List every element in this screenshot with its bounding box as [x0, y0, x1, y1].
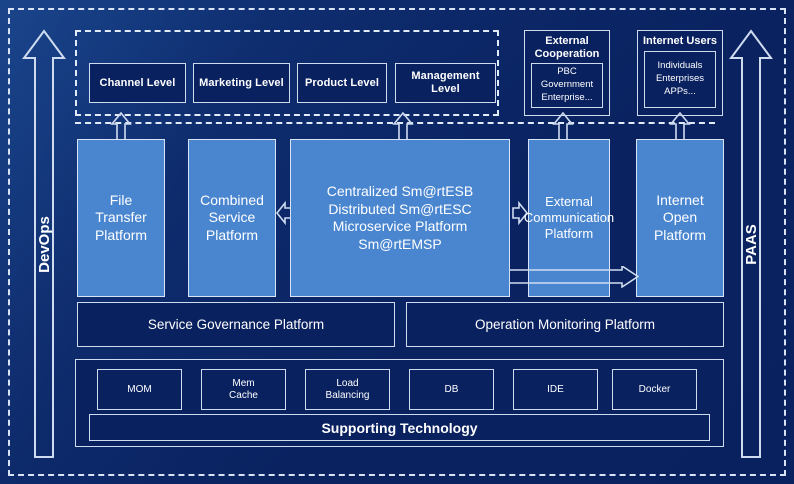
platform-label-line: Platform: [205, 226, 259, 243]
tech-label-line: MOM: [127, 383, 152, 395]
actor-group-title: Internet Users: [643, 35, 717, 47]
up-arrow-icon: [729, 29, 773, 458]
platform-internet-open[interactable]: Internet Open Platform: [636, 139, 724, 297]
tech-label-line: Balancing: [325, 389, 370, 401]
platform-label-line: Communication: [523, 209, 615, 225]
tech-label-line: IDE: [547, 383, 564, 395]
tech-box-mom[interactable]: MOM: [97, 369, 182, 410]
platform-label-line: External: [545, 193, 593, 209]
level-label: Management Level: [411, 70, 480, 95]
platform-label-line: Platform: [653, 226, 707, 243]
platform-label-line: File: [109, 191, 133, 208]
devops-rail[interactable]: DevOps: [22, 28, 66, 460]
tech-label-line: Docker: [638, 383, 671, 395]
level-label: Product Level: [304, 76, 380, 89]
level-label: Marketing Level: [199, 76, 284, 89]
paas-rail[interactable]: PAAS: [729, 28, 773, 460]
level-label: Channel Level: [99, 76, 176, 89]
tech-label-line: Mem: [232, 377, 255, 389]
actor-detail-line: Enterprises: [655, 72, 705, 84]
flow-arrow-up-internet-open: [669, 112, 691, 142]
actor-group-internet-users[interactable]: Internet Users Individuals Enterprises A…: [637, 30, 723, 116]
operation-monitoring-platform[interactable]: Operation Monitoring Platform: [406, 302, 724, 347]
tech-box-ide[interactable]: IDE: [513, 369, 598, 410]
tech-box-db[interactable]: DB: [409, 369, 494, 410]
business-levels-group: [75, 30, 499, 116]
supporting-technology-bar[interactable]: Supporting Technology: [89, 414, 710, 441]
platform-label-line: Combined: [200, 191, 264, 208]
platform-label-line: Centralized Sm@rtESB: [326, 183, 474, 199]
level-box-channel[interactable]: Channel Level: [89, 63, 186, 103]
platform-esb-suite[interactable]: Centralized Sm@rtESB Distributed Sm@rtES…: [290, 139, 510, 297]
level-box-product[interactable]: Product Level: [297, 63, 387, 103]
supporting-technology-label: Supporting Technology: [321, 419, 478, 436]
tech-box-docker[interactable]: Docker: [612, 369, 697, 410]
tech-box-mem-cache[interactable]: Mem Cache: [201, 369, 286, 410]
tech-label-line: Cache: [229, 389, 258, 401]
platform-label-line: Platform: [544, 226, 594, 242]
level-box-marketing[interactable]: Marketing Level: [193, 63, 290, 103]
management-label: Operation Monitoring Platform: [474, 316, 656, 332]
actor-detail-line: PBC Government: [540, 66, 594, 91]
actor-detail-line: Individuals: [657, 60, 703, 72]
actor-group-detail: PBC Government Enterprise...: [531, 63, 603, 108]
flow-arrow-up-external-communication: [552, 112, 574, 142]
tech-label-line: Load: [336, 377, 359, 389]
level-box-management[interactable]: Management Level: [395, 63, 496, 103]
actor-detail-line: APPs...: [664, 85, 696, 97]
flow-arrow-up-file-transfer: [110, 112, 132, 142]
service-governance-platform[interactable]: Service Governance Platform: [77, 302, 395, 347]
platform-label-line: Platform: [94, 226, 148, 243]
diagram-outer-boundary: [8, 8, 786, 476]
platform-label-line: Open: [662, 209, 698, 226]
platform-file-transfer[interactable]: File Transfer Platform: [77, 139, 165, 297]
platform-label-line: Transfer: [95, 209, 147, 226]
up-arrow-icon: [22, 29, 66, 458]
platform-label-line: Distributed Sm@rtESC: [328, 200, 472, 217]
flow-arrow-up-esb: [392, 112, 414, 142]
actor-group-title: External Cooperation: [534, 35, 600, 60]
management-label: Service Governance Platform: [147, 316, 325, 332]
tech-box-load-balancing[interactable]: Load Balancing: [305, 369, 390, 410]
actor-group-external-cooperation[interactable]: External Cooperation PBC Government Ente…: [524, 30, 610, 116]
actor-group-detail: Individuals Enterprises APPs...: [644, 50, 716, 108]
platform-label-line: Internet: [656, 191, 704, 208]
tech-label-line: DB: [444, 383, 459, 395]
platform-label-line: Microservice Platform Sm@rtEMSP: [332, 218, 468, 252]
platform-combined-service[interactable]: Combined Service Platform: [188, 139, 276, 297]
flow-arrow-right-esb-to-internet-open: [509, 266, 639, 288]
flow-arrow-right-esb-to-external-comm: [512, 200, 528, 226]
platform-label-line: Service: [208, 209, 256, 226]
actor-detail-line: Enterprise...: [541, 92, 593, 104]
